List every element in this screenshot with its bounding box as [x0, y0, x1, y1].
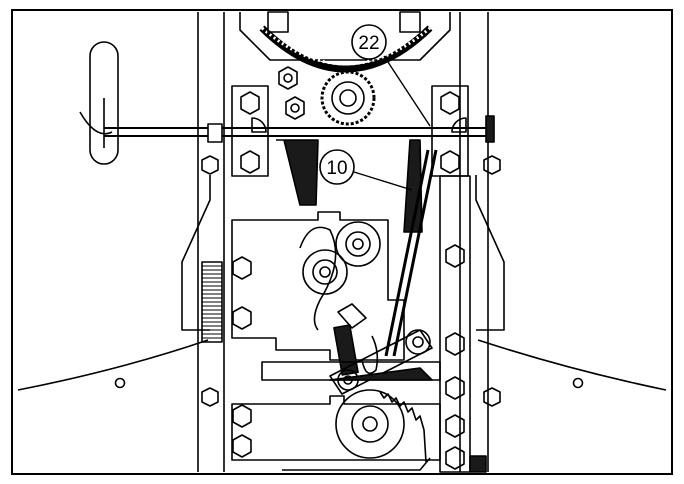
- plate-bolt-2: [232, 306, 252, 330]
- right-bracket-bolt-top: [440, 91, 460, 115]
- lower-bolt-1: [232, 404, 252, 428]
- cavity-left-dark: [276, 139, 319, 206]
- callout-22-label: 22: [358, 33, 379, 54]
- right-linkage: [475, 175, 505, 331]
- bar-bolt-2: [445, 332, 465, 356]
- bottom-linkage: [282, 457, 431, 471]
- shaft-end-right: [485, 115, 495, 143]
- small-gear: [320, 70, 376, 126]
- gear-housing-bolt-left: [267, 11, 289, 33]
- gear-housing-bolt-right: [399, 11, 421, 33]
- link-arm: [329, 329, 433, 395]
- lower-inner-gear: [302, 249, 348, 295]
- left-side-bolt-top: [201, 155, 219, 175]
- lever-tip: [337, 303, 367, 329]
- left-guard-curve: [17, 339, 209, 391]
- left-bracket-bolt-bottom: [240, 150, 260, 174]
- callout-22-circle: [351, 24, 387, 60]
- left-bracket-cap: [251, 117, 267, 133]
- lower-pulley-center: [362, 416, 378, 432]
- callout-10-label: 10: [326, 158, 347, 179]
- lower-inner-gear-hub: [312, 259, 338, 285]
- bottom-right-block: [469, 455, 487, 473]
- right-guard-hole: [572, 377, 584, 389]
- upper-inner-gear: [335, 221, 381, 267]
- middle-band: [261, 361, 441, 381]
- small-gear-hub: [331, 81, 365, 115]
- right-bracket-bolt-bottom: [440, 150, 460, 174]
- link-arm-pivot-right: [405, 329, 431, 355]
- tension-spring: [379, 391, 427, 463]
- lower-housing: [231, 395, 441, 461]
- left-bracket: [231, 85, 269, 177]
- plate-bolt-1: [232, 256, 252, 280]
- callout-10: 10: [319, 149, 355, 185]
- callout-22-leader: [383, 55, 431, 127]
- right-vertical-bar: [439, 175, 471, 473]
- right-bracket-cap: [451, 117, 467, 133]
- left-rack: [201, 261, 223, 343]
- left-side-bolt-bottom: [201, 387, 219, 407]
- nut-upper-left-hole: [283, 73, 293, 83]
- callout-10-leader: [353, 171, 413, 191]
- handle-left-clip: [79, 111, 113, 135]
- handle-left: [89, 41, 119, 165]
- bar-bolt-3: [445, 376, 465, 400]
- control-rod-edge: [392, 149, 438, 357]
- left-linkage: [181, 175, 211, 331]
- control-rod: [384, 149, 430, 357]
- right-side-bolt-top: [483, 155, 501, 175]
- bar-bolt-1: [445, 244, 465, 268]
- left-guard-hole: [114, 377, 126, 389]
- callout-10-circle: [319, 149, 355, 185]
- right-side-bolt-bottom: [483, 387, 501, 407]
- gear-housing: [239, 12, 451, 61]
- nut-lower-left: [285, 96, 305, 120]
- upper-inner-gear-hub: [345, 231, 371, 257]
- callout-22: 22: [351, 24, 387, 60]
- nut-upper-left: [278, 66, 298, 90]
- cam-profile: [299, 226, 337, 331]
- left-bracket-bolt-top: [240, 91, 260, 115]
- bar-bolt-4: [445, 414, 465, 438]
- lower-pulley-inner: [351, 405, 389, 443]
- shaft-collar-left: [207, 123, 223, 143]
- lower-inner-gear-center: [319, 266, 331, 278]
- cotter-pin: [361, 335, 379, 375]
- upper-inner-gear-center: [352, 238, 364, 250]
- link-arm-pivot-right-hole: [412, 336, 424, 348]
- large-gear-arc: [259, 25, 433, 73]
- middle-band-dark: [329, 367, 433, 381]
- bar-bolt-5: [445, 446, 465, 470]
- large-gear-teeth: [261, 26, 431, 66]
- nut-lower-left-hole: [290, 103, 300, 113]
- small-gear-center: [339, 89, 357, 107]
- right-guard-curve: [477, 339, 667, 391]
- lower-bolt-2: [232, 434, 252, 458]
- lower-pulley: [335, 389, 405, 459]
